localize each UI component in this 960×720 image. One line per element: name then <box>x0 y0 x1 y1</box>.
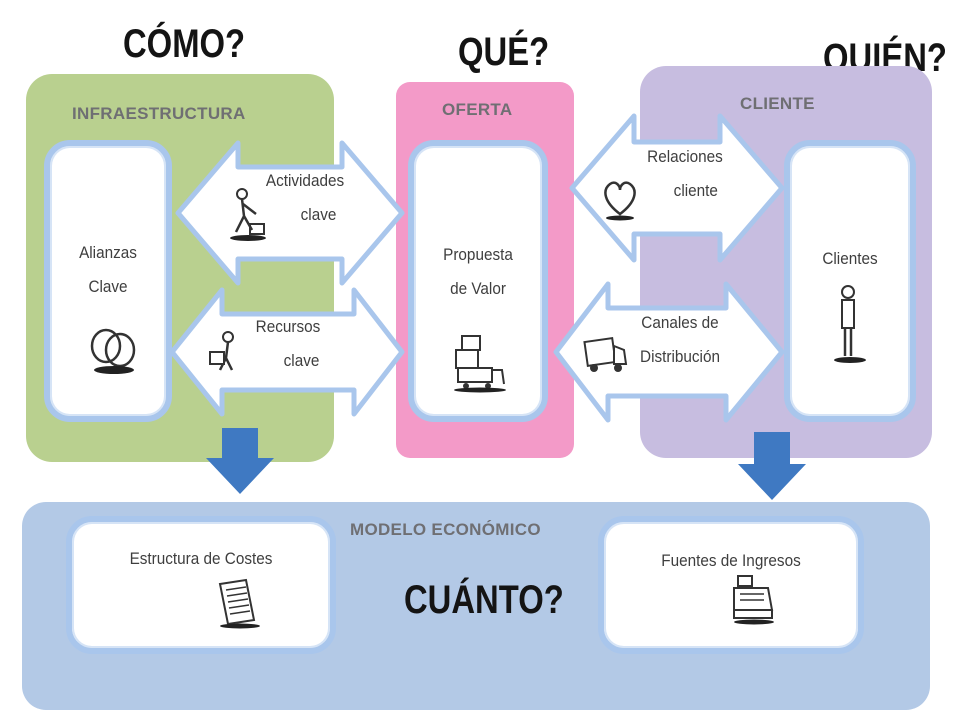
alianzas-clave-card: Alianzas Clave <box>44 140 172 422</box>
modelo-economico-title: MODELO ECONÓMICO <box>350 520 541 539</box>
heart-icon <box>604 181 636 221</box>
question-que: QUÉ? <box>458 30 550 74</box>
oferta-title: OFERTA <box>442 100 513 119</box>
canales-arrow <box>553 281 785 423</box>
actividades-arrow <box>175 140 405 286</box>
person-box-icon <box>209 331 234 371</box>
question-cuanto: CUÁNTO? <box>404 578 564 622</box>
truck-icon <box>583 337 628 372</box>
worker-icon <box>230 188 266 241</box>
infraestructura-title: INFRAESTRUCTURA <box>72 104 246 123</box>
estructura-costes-card: Estructura de Costes <box>66 516 336 654</box>
relaciones-label: Relaciones cliente <box>647 147 723 200</box>
gift-cart-icon <box>454 335 506 393</box>
relaciones-arrow <box>569 113 785 263</box>
question-como: CÓMO? <box>123 22 246 66</box>
fuentes-ingresos-card: Fuentes de Ingresos <box>598 516 864 654</box>
down-arrow-right <box>738 432 806 500</box>
receipt-icon <box>218 578 260 629</box>
cliente-title: CLIENTE <box>740 94 815 113</box>
rings-icon <box>90 328 136 374</box>
clientes-card: Clientes <box>784 140 916 422</box>
actividades-label: Actividades clave <box>265 171 345 224</box>
down-arrow-left <box>206 428 274 494</box>
recursos-label: Recursos clave <box>255 317 321 370</box>
cash-register-icon <box>733 575 774 625</box>
canales-label: Canales de Distribución <box>640 313 720 366</box>
person-icon <box>834 285 866 363</box>
recursos-arrow <box>169 287 405 417</box>
